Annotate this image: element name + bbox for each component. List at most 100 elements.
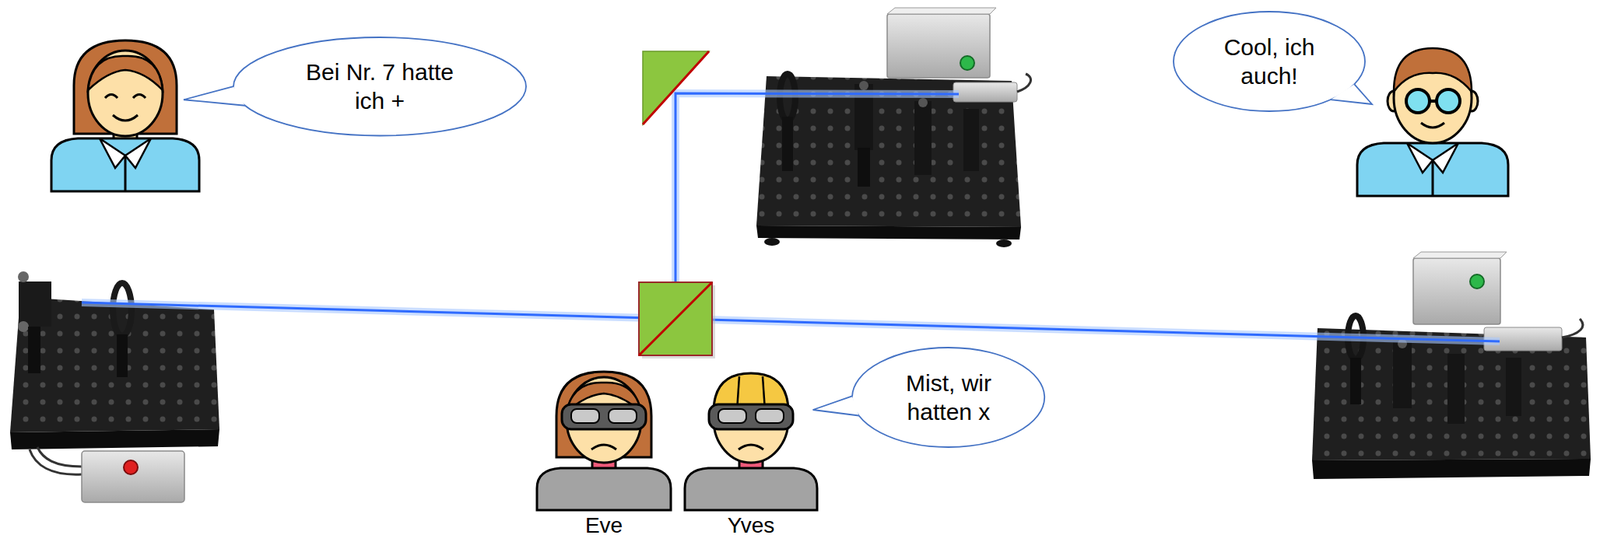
eve-icon-part [561, 404, 646, 430]
bubble-tail [813, 396, 860, 416]
person-name: Yves [727, 514, 776, 539]
yves-icon-part [718, 409, 747, 424]
laser-beam-part [81, 302, 1500, 342]
laser-beam-part [675, 93, 959, 320]
optical-breadboard-top-part [756, 225, 1022, 240]
speech-bubble-outline [850, 346, 1046, 450]
bob-icon-part [1393, 48, 1472, 92]
optical-breadboard-top-part [887, 14, 990, 78]
eve-icon [536, 371, 671, 511]
speech-bubble-content: Cool, ich auch! [1171, 10, 1367, 113]
bubble-tail [1330, 84, 1372, 105]
optical-breadboard-right-part [1505, 357, 1522, 417]
bob-icon-part [1431, 160, 1435, 197]
optical-breadboard-top [756, 7, 1032, 248]
yves-icon-part [708, 404, 793, 430]
eve-icon-part [591, 445, 617, 450]
bubble-tail-fill [1330, 84, 1372, 105]
optical-breadboard-right-part [1447, 354, 1465, 425]
optical-breadboard-left-part [123, 460, 138, 475]
bob-icon-part [1432, 143, 1459, 173]
optical-breadboard-top-part [782, 116, 793, 172]
bubble-ellipse [852, 347, 1045, 448]
alice-icon-part [133, 94, 146, 99]
bubble-ellipse [233, 37, 527, 137]
optical-breadboard-left-part [28, 326, 41, 374]
yves-icon-part [738, 445, 764, 450]
optical-breadboard-top-part [1017, 73, 1032, 92]
alice-icon-part [51, 138, 200, 192]
speech-bubble: Cool, ich auch! [1171, 10, 1367, 113]
person-name: Eve [585, 514, 623, 539]
optical-breadboard-left-part [17, 321, 29, 333]
optical-breadboard-top-part [953, 82, 1018, 102]
bob-icon-part [1407, 143, 1433, 173]
bob-icon-part [1406, 89, 1430, 113]
speech-bubble-content: Mist, wir hatten x [850, 346, 1046, 450]
bubble-tail [183, 86, 246, 106]
mirror-part [642, 51, 709, 125]
optical-breadboard-top-part [918, 98, 928, 108]
bob-icon-part [1421, 122, 1445, 128]
optical-breadboard-top-part [960, 56, 975, 71]
bob-icon-part [1429, 99, 1437, 103]
speech-text: Bei Nr. 7 hatte ich + [293, 57, 467, 116]
eve-icon-part [571, 409, 600, 424]
optical-breadboard-top-part [857, 147, 871, 187]
bob-icon-part [1357, 143, 1509, 197]
speech-text: Cool, ich auch! [1210, 32, 1328, 92]
optical-breadboard-top-part [963, 108, 979, 172]
bob-icon [1357, 48, 1509, 197]
speech-bubble: Bei Nr. 7 hatte ich + [231, 35, 528, 138]
speech-bubble-outline [1171, 10, 1367, 113]
optical-breadboard-left-part [17, 271, 29, 283]
optical-breadboard-top-part [914, 101, 932, 176]
optical-breadboard-right-part [1350, 357, 1362, 405]
optical-breadboard-left-part [10, 429, 220, 450]
eve-icon-part [536, 468, 671, 511]
optical-breadboard-top-part [996, 239, 1012, 248]
optical-breadboard-left-part [81, 451, 185, 503]
mirror [642, 51, 709, 125]
optical-breadboard-right-part [1392, 342, 1412, 409]
alice-icon-part [105, 94, 118, 99]
speech-text: Mist, wir hatten x [886, 368, 1011, 428]
bob-icon-part [1436, 89, 1460, 113]
optical-breadboard-left-part [29, 449, 82, 475]
eve-icon-part [608, 409, 637, 424]
yves-icon [684, 373, 818, 511]
alice-icon-part [87, 50, 163, 137]
optical-breadboard-top-part [887, 7, 997, 15]
optical-breadboard-right-part [1312, 328, 1591, 461]
optical-breadboard-right-part [1470, 274, 1485, 289]
alice-icon-part [112, 115, 138, 121]
optical-breadboard-left-part [37, 447, 82, 467]
mirror-part [642, 51, 709, 125]
optical-breadboard-top-part [859, 80, 869, 91]
speech-bubble: Mist, wir hatten x [850, 346, 1046, 450]
alice-icon-part [125, 138, 151, 169]
speech-bubble-content: Bei Nr. 7 hatte ich + [231, 35, 528, 138]
beam-splitter-part [638, 282, 713, 356]
bubble-tail-fill [813, 396, 860, 416]
optical-breadboard-right [1312, 252, 1591, 480]
bubble-tail-fill [183, 86, 246, 106]
optical-breadboard-left-part [18, 281, 52, 327]
yves-icon-part [755, 409, 784, 424]
optical-breadboard-left-part [112, 283, 132, 337]
eve-icon-part [556, 371, 652, 458]
yves-icon-part [684, 468, 818, 511]
optical-breadboard-top-part [764, 238, 780, 246]
alice-icon-part [99, 138, 126, 169]
alice-icon [51, 40, 200, 192]
laser-beam-part [81, 302, 1500, 342]
speech-bubble-outline [231, 35, 528, 138]
optical-breadboard-left-part [116, 334, 128, 378]
optical-breadboard-right-part [1561, 319, 1583, 338]
beam-splitter [638, 282, 716, 359]
optical-breadboard-right-part [1413, 252, 1507, 259]
optical-breadboard-right-part [1312, 459, 1591, 480]
